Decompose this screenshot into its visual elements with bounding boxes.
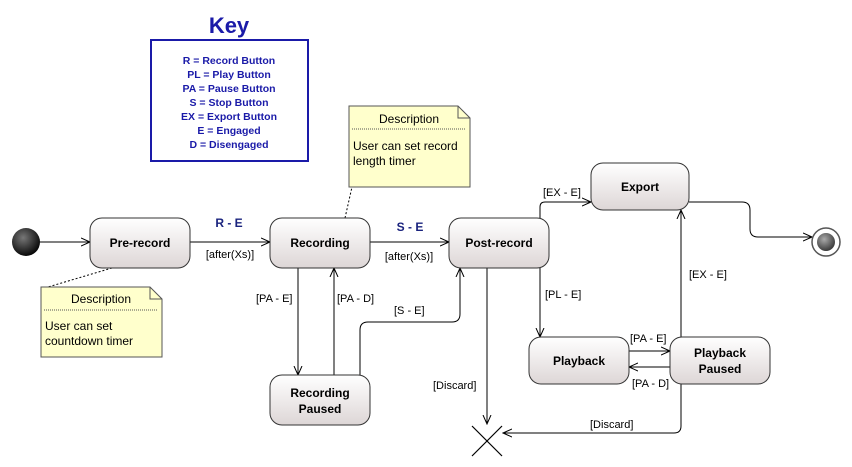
state-label: Recording [290,236,349,250]
state-label: Playback [553,354,605,368]
label-pa-d-rec: [PA - D] [337,293,374,305]
note-title: Description [71,292,131,306]
transition-labels: R - E [after(Xs)] S - E [after(Xs)] [PA … [206,187,727,431]
state-postrecord[interactable]: Post-record [448,217,550,269]
label-ex-e-post: [EX - E] [543,187,581,199]
edge-paused-discard [503,384,682,433]
label-s-e-paused: [S - E] [394,305,425,317]
label-pa-e-rec: [PA - E] [256,293,292,305]
label-pa-d-play: [PA - D] [632,378,669,390]
label-after-1: [after(Xs)] [206,249,254,261]
state-label: Post-record [465,236,532,250]
key-legend: Key R = Record Button PL = Play Button P… [150,13,309,162]
key-box [150,39,309,162]
state-recording[interactable]: Recording [269,217,371,269]
transitions [40,202,812,433]
label-pl-e: [PL - E] [545,289,581,301]
note-prerecord: Description User can set countdown timer [40,267,163,358]
key-line: D = Disengaged [189,139,268,151]
state-label: Paused [699,362,742,376]
label-pa-e-play: [PA - E] [630,333,666,345]
key-line: S = Stop Button [189,97,268,109]
state-prerecord[interactable]: Pre-record [89,217,191,269]
note-recording: Description User can set record length t… [344,105,471,219]
note-body-line: User can set [45,319,113,333]
label-discard-paused: [Discard] [590,419,633,431]
edge-export-final [689,201,812,237]
state-recording-paused[interactable]: Recording Paused [269,374,371,426]
key-title: Key [209,13,250,38]
note-body-line: User can set record [353,139,458,153]
key-line: R = Record Button [183,55,275,67]
state-playback[interactable]: Playback [528,336,630,385]
label-discard-post: [Discard] [433,380,476,392]
state-playback-paused[interactable]: Playback Paused [669,336,771,385]
final-state-icon [811,227,841,257]
note-body-line: countdown timer [45,334,133,348]
label-r-e: R - E [215,216,242,230]
note-title: Description [379,112,439,126]
key-line: PL = Play Button [187,69,271,81]
label-after-2: [after(Xs)] [385,251,433,263]
state-label: Pre-record [110,236,171,250]
key-line: EX = Export Button [181,111,277,123]
label-ex-e-paused: [EX - E] [689,269,727,281]
edge-paused-postrecord [359,268,460,375]
terminate-icon [471,425,503,457]
key-line: PA = Pause Button [182,83,275,95]
state-label: Paused [299,402,342,416]
label-s-e: S - E [397,220,424,234]
note-body-line: length timer [353,154,416,168]
initial-state-icon [12,228,40,256]
state-label: Playback [694,346,746,360]
state-label: Recording [290,386,349,400]
key-line: E = Engaged [197,125,260,137]
edge-postrecord-export [539,202,591,220]
state-label: Export [621,180,659,194]
state-export[interactable]: Export [590,162,690,211]
